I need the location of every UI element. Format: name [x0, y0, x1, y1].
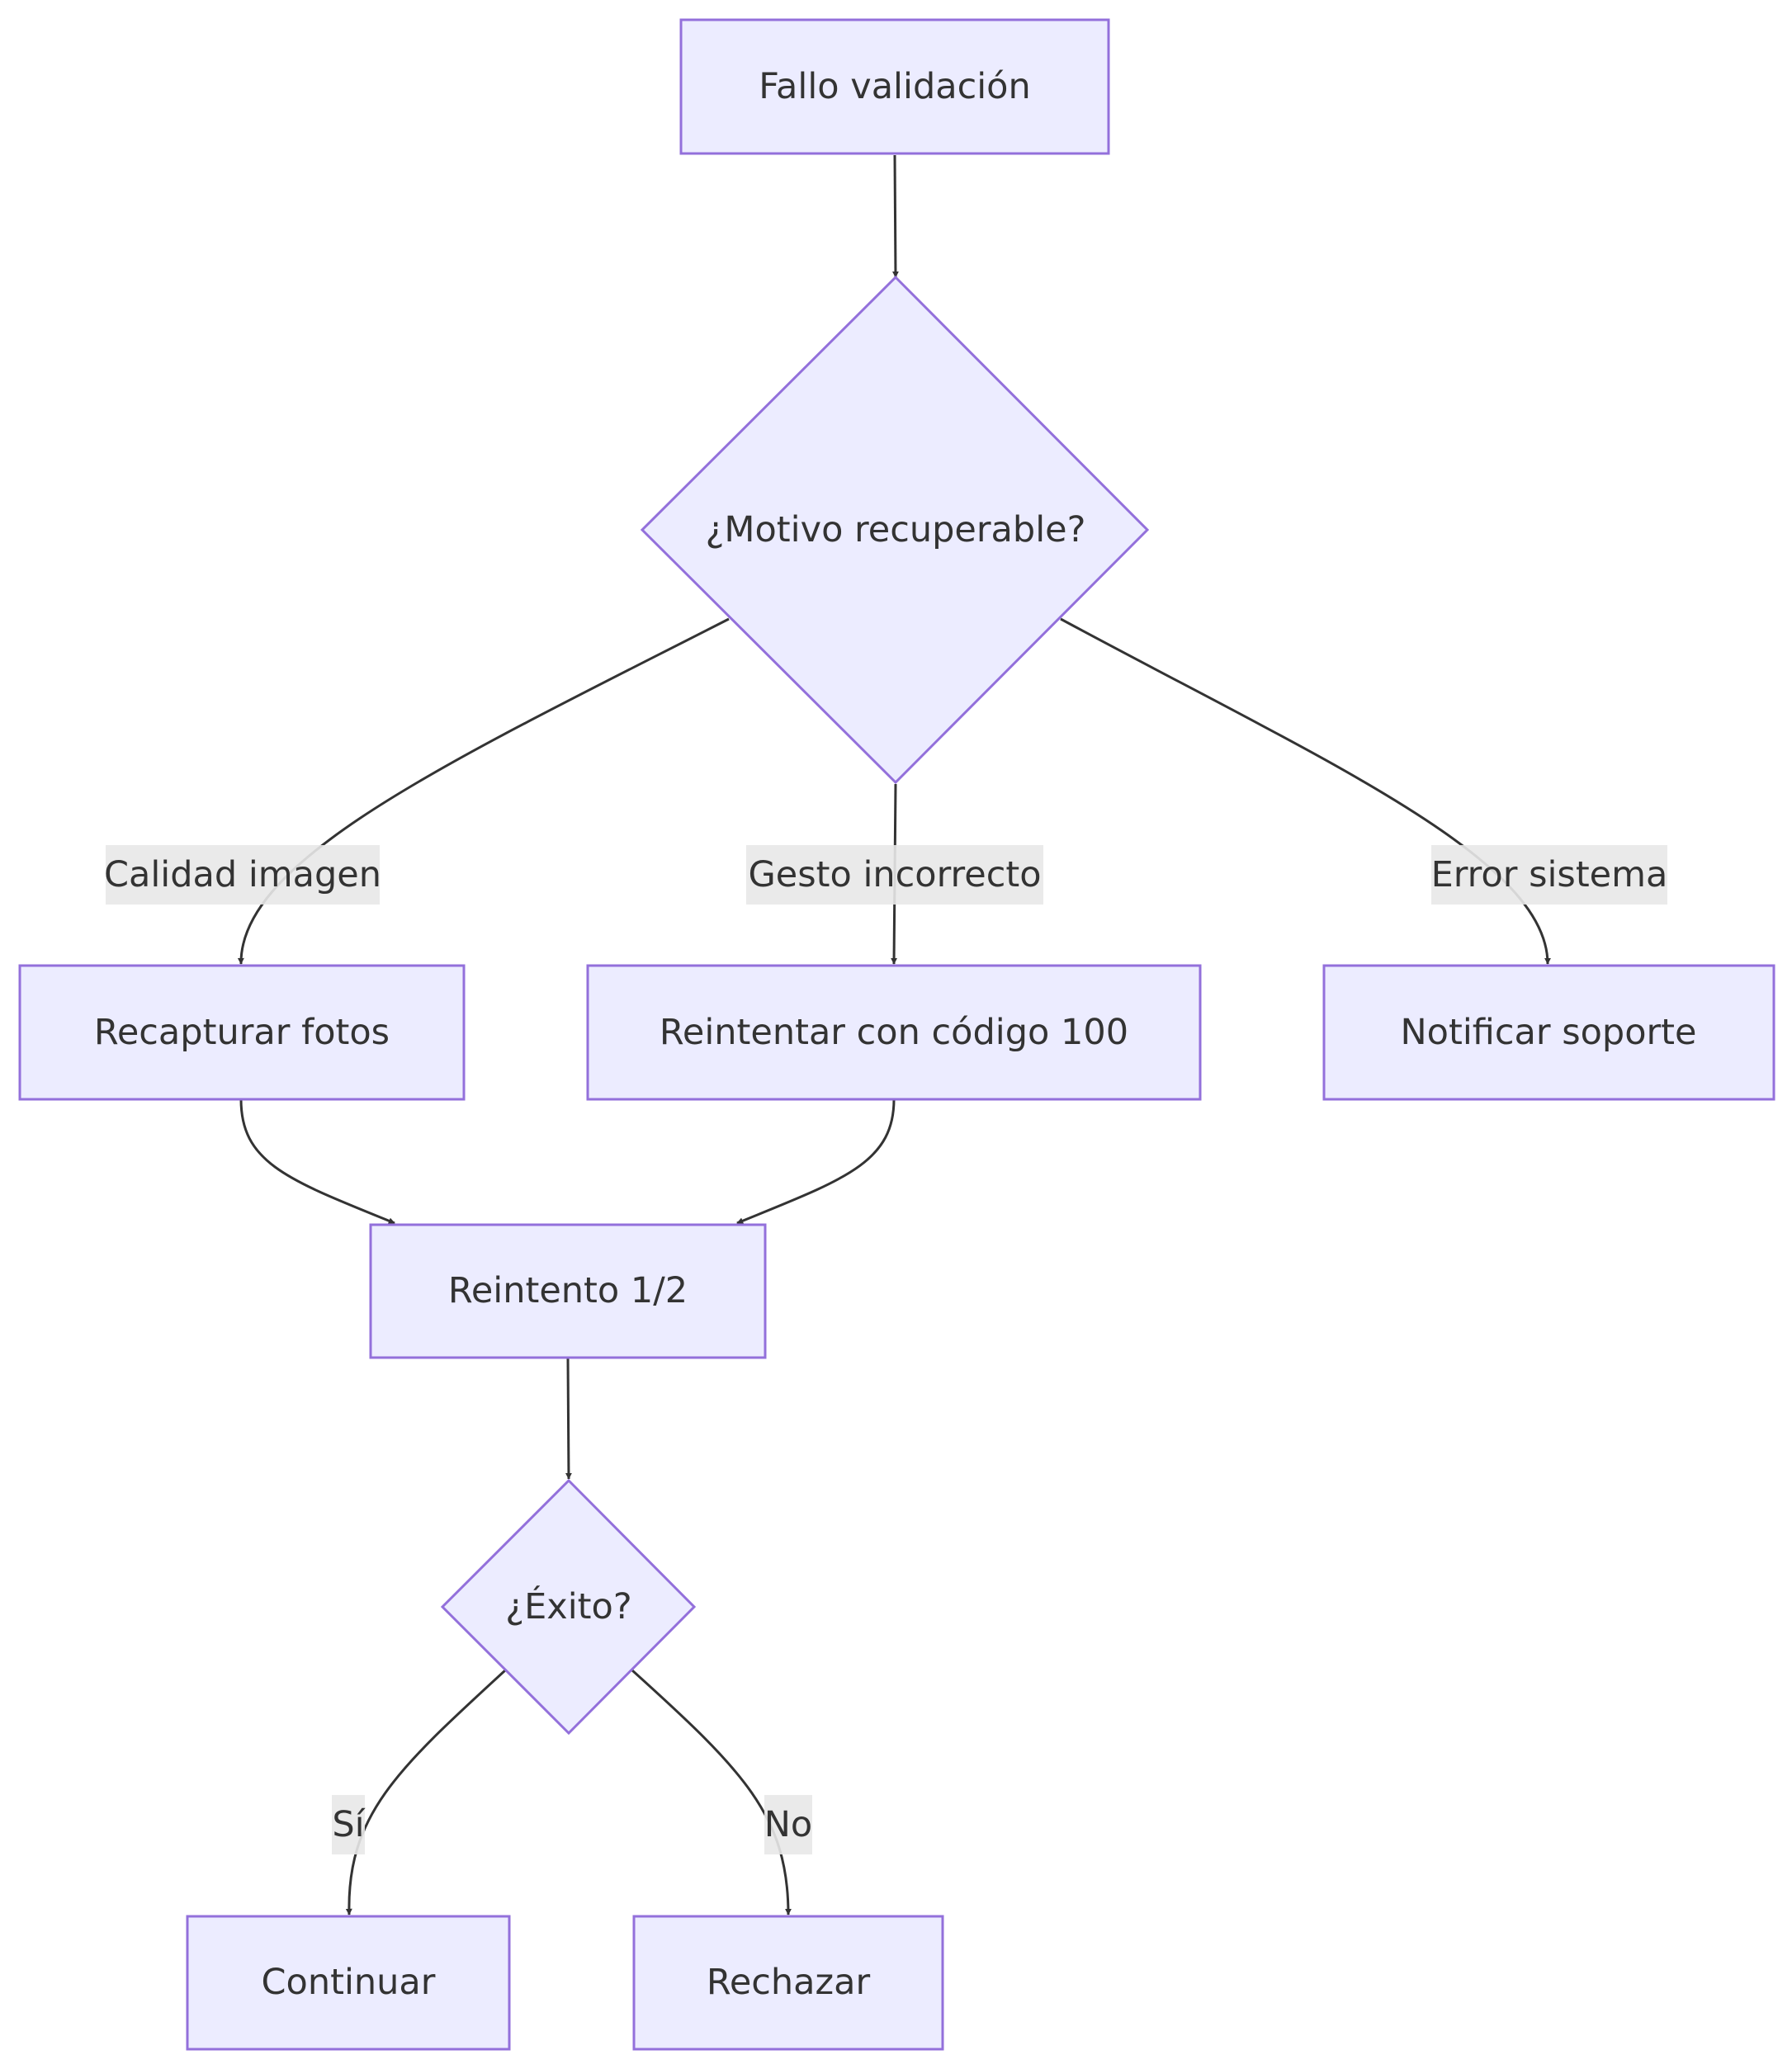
edges — [237, 154, 1551, 1915]
edge-label-error-sistema: Error sistema — [1431, 845, 1668, 905]
node-label: Rechazar — [707, 1962, 871, 2003]
node-label: ¿Éxito? — [505, 1585, 631, 1627]
edge-exito-rechazar — [631, 1669, 792, 1915]
node-recapturar-fotos: Recapturar fotos — [18, 964, 466, 1101]
node-continuar: Continuar — [186, 1915, 511, 2051]
edge-reintentar-reintento — [736, 1098, 896, 1225]
node-label: Notificar soporte — [1400, 1012, 1696, 1053]
edge-labels: Calidad imagen Gesto incorrecto Error si… — [104, 845, 1667, 1854]
node-label: Fallo validación — [759, 66, 1031, 107]
edge-label-gesto-incorrecto: Gesto incorrecto — [746, 845, 1043, 905]
node-label: Reintentar con código 100 — [660, 1012, 1128, 1053]
edge-label-text: Gesto incorrecto — [748, 854, 1041, 895]
node-fallo-validacion: Fallo validación — [679, 18, 1110, 155]
edge-exito-continuar — [345, 1669, 507, 1915]
node-label: Recapturar fotos — [94, 1012, 390, 1053]
edge-motivo-recapturar — [237, 617, 730, 965]
node-label: Continuar — [262, 1962, 436, 2003]
edge-label-no: No — [764, 1795, 812, 1854]
edge-label-si: Sí — [332, 1795, 366, 1854]
edge-label-text: Sí — [332, 1804, 366, 1845]
node-reintento: Reintento 1/2 — [369, 1223, 767, 1359]
edge-label-calidad-imagen: Calidad imagen — [104, 845, 381, 905]
node-label: ¿Motivo recuperable? — [706, 509, 1086, 550]
node-motivo-recuperable: ¿Motivo recuperable? — [640, 275, 1150, 785]
edge-label-text: Calidad imagen — [104, 854, 381, 895]
edge-reintento-exito — [565, 1357, 572, 1480]
edge-label-text: Error sistema — [1431, 854, 1668, 895]
node-exito: ¿Éxito? — [440, 1478, 697, 1736]
edge-label-text: No — [764, 1804, 812, 1845]
node-notificar-soporte: Notificar soporte — [1322, 964, 1775, 1101]
node-reintentar-codigo: Reintentar con código 100 — [586, 964, 1202, 1101]
edge-fallo-motivo — [891, 154, 899, 278]
edge-recapturar-reintento — [239, 1098, 395, 1225]
nodes: Fallo validación ¿Motivo recuperable? Re… — [18, 18, 1775, 2051]
node-rechazar: Rechazar — [632, 1915, 944, 2051]
node-label: Reintento 1/2 — [448, 1270, 688, 1311]
edge-motivo-notificar — [1060, 617, 1551, 965]
